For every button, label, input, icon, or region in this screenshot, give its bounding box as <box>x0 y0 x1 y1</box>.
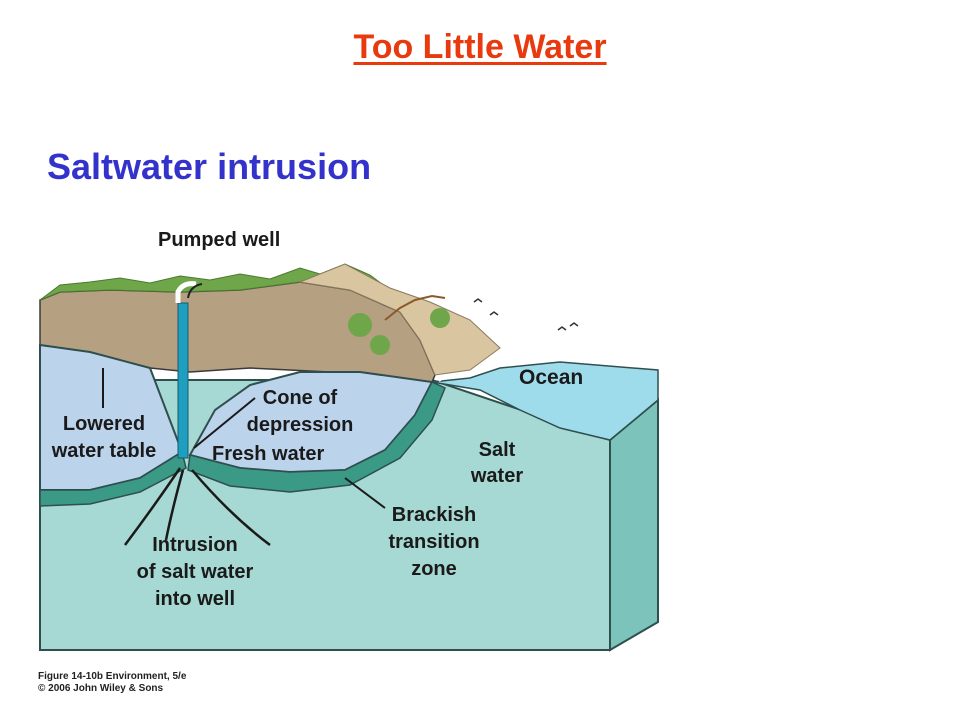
label-lowered-1: Lowered <box>63 413 145 435</box>
well-pipe <box>178 303 188 458</box>
bird <box>490 312 498 315</box>
label-cone-1: Cone of <box>263 387 338 409</box>
label-brackish-1: Brackish <box>392 504 477 526</box>
label-brackish-2: transition <box>388 531 479 553</box>
label-lowered-2: water table <box>51 440 156 462</box>
label-salt-1: Salt <box>479 439 516 461</box>
label-cone-2: depression <box>247 414 354 436</box>
label-pumped-well: Pumped well <box>158 229 280 251</box>
label-intrusion-3: into well <box>155 588 235 610</box>
label-intrusion-2: of salt water <box>137 561 254 583</box>
label-salt-2: water <box>470 465 523 487</box>
bird <box>570 323 578 326</box>
block-side-face <box>610 400 658 650</box>
bird <box>474 299 482 302</box>
label-ocean: Ocean <box>519 366 583 389</box>
caption-line-2: © 2006 John Wiley & Sons <box>38 683 186 695</box>
figure-caption: Figure 14-10b Environment, 5/e © 2006 Jo… <box>38 671 186 695</box>
label-brackish-3: zone <box>411 558 457 580</box>
bush <box>430 308 450 328</box>
label-intrusion-1: Intrusion <box>152 534 238 556</box>
bush <box>370 335 390 355</box>
label-fresh-water: Fresh water <box>212 443 324 465</box>
bird <box>558 327 566 330</box>
bush <box>348 313 372 337</box>
caption-line-1: Figure 14-10b Environment, 5/e <box>38 671 186 683</box>
